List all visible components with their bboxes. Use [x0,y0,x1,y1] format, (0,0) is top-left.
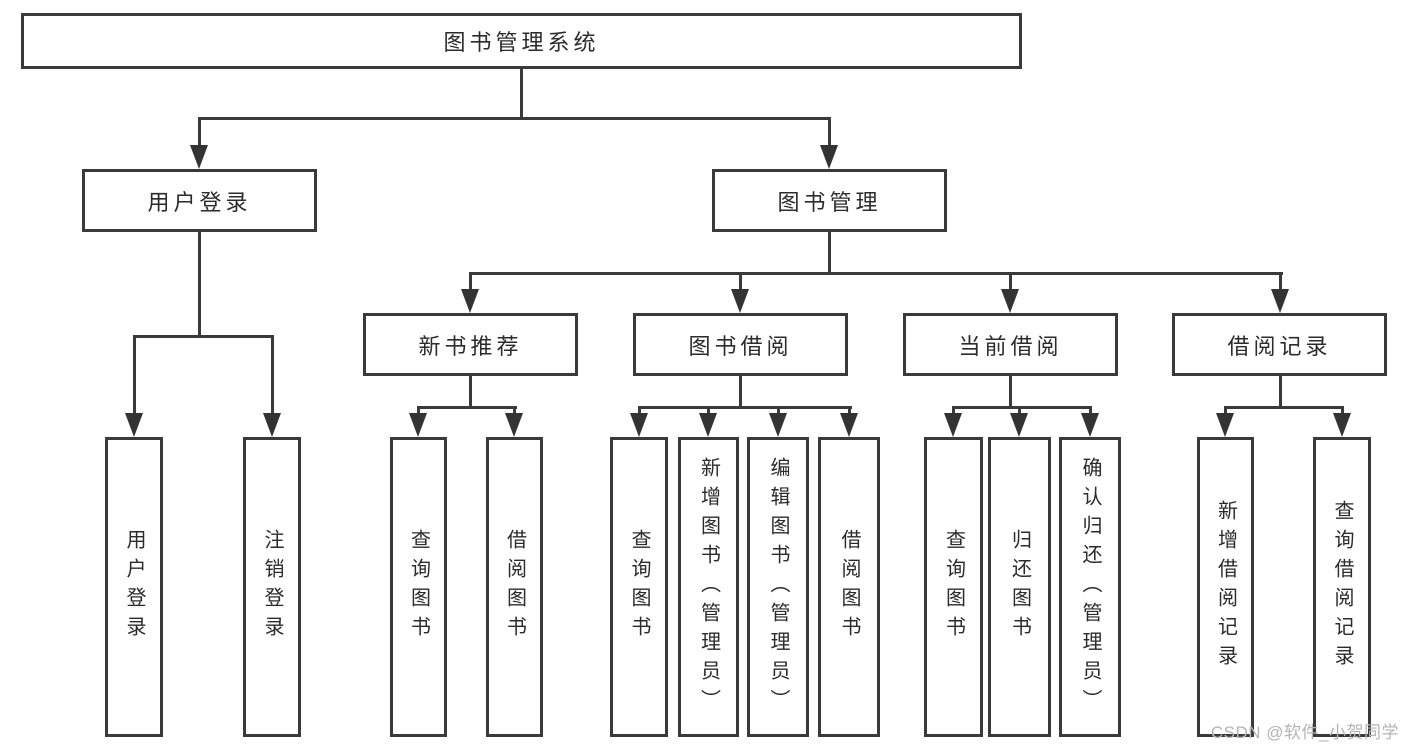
leaf-label: 编辑图书（管理员） [767,456,789,718]
node-current-borrow: 当前借阅 [903,313,1118,376]
connector-nbr-stem [469,376,472,409]
arrow-down-icon [125,413,143,437]
connector-to-current-borrow [1009,272,1012,292]
connector-root-bar [198,117,831,120]
node-book-mgmt: 图书管理 [712,169,947,232]
arrow-down-icon [699,413,717,437]
connector-bb-stem [739,376,742,409]
leaf-label: 查询图书 [407,529,430,645]
arrow-down-icon [1333,413,1351,437]
leaf-label: 查询借阅记录 [1331,500,1353,674]
leaf-label: 用户登录 [123,529,145,645]
connector-nbr-bar [417,406,517,409]
connector-to-leaf [952,406,955,418]
arrow-down-icon [840,413,858,437]
connector-to-leaf [1224,406,1227,418]
node-new-book-recommend: 新书推荐 [363,313,578,376]
node-leaf-bb-query: 查询图书 [610,437,668,737]
arrow-down-icon [461,289,479,313]
connector-user-login-stem [198,232,201,338]
connector-to-new-book-recommend [469,272,472,292]
connector-to-user-login [198,117,201,150]
node-book-borrow-label: 图书借阅 [688,333,793,359]
connector-book-mgmt-stem [828,232,831,275]
connector-br-stem [1279,376,1282,409]
connector-root-stem [520,69,523,118]
connector-to-leaf-logout [271,335,274,417]
arrow-down-icon [1010,413,1028,437]
node-borrow-records-label: 借阅记录 [1227,333,1332,359]
node-leaf-bb-edit: 编辑图书（管理员） [747,437,809,737]
connector-to-leaf [638,406,641,418]
leaf-label: 借阅图书 [838,529,860,645]
node-leaf-cb-confirm: 确认归还（管理员） [1059,437,1121,737]
node-leaf-logout: 注销登录 [243,437,301,737]
arrow-down-icon [190,145,208,169]
node-new-book-recommend-label: 新书推荐 [418,333,523,359]
node-leaf-bb-add: 新增图书（管理员） [678,437,739,737]
node-book-mgmt-label: 图书管理 [777,189,882,215]
watermark-text: CSDN @软件_小贺同学 [1210,723,1399,742]
arrow-down-icon [1001,289,1019,313]
node-leaf-cb-return: 归还图书 [988,437,1051,737]
arrow-down-icon [1081,413,1099,437]
connector-to-book-mgmt [828,117,831,150]
connector-to-leaf [513,406,516,418]
node-user-login-label: 用户登录 [147,189,252,215]
connector-bb-bar [638,406,852,409]
arrow-down-icon [1271,289,1289,313]
arrow-down-icon [944,413,962,437]
arrow-down-icon [630,413,648,437]
connector-to-leaf [417,406,420,418]
connector-to-leaf [707,406,710,418]
node-leaf-bb-borrow: 借阅图书 [818,437,880,737]
node-current-borrow-label: 当前借阅 [958,333,1063,359]
connector-cb-bar [952,406,1092,409]
leaf-label: 查询图书 [942,529,965,645]
connector-br-bar [1224,406,1344,409]
leaf-label: 归还图书 [1008,529,1031,645]
node-book-borrow: 图书借阅 [633,313,848,376]
node-leaf-cb-query: 查询图书 [924,437,983,737]
arrow-down-icon [1216,413,1234,437]
connector-to-leaf [1018,406,1021,418]
arrow-down-icon [505,413,523,437]
connector-to-leaf [1341,406,1344,418]
node-leaf-br-add: 新增借阅记录 [1197,437,1254,737]
connector-book-mgmt-bar [469,272,1283,275]
connector-to-book-borrow [739,272,742,292]
leaf-label: 新增借阅记录 [1214,500,1237,674]
connector-to-leaf [1089,406,1092,418]
connector-to-leaf [777,406,780,418]
node-leaf-nbr-borrow: 借阅图书 [486,437,543,737]
connector-to-leaf [848,406,851,418]
arrow-down-icon [769,413,787,437]
leaf-label: 注销登录 [261,529,283,645]
arrow-down-icon [731,289,749,313]
connector-cb-stem [1009,376,1012,409]
node-leaf-br-query: 查询借阅记录 [1313,437,1371,737]
connector-to-borrow-records [1279,272,1282,292]
node-leaf-nbr-query: 查询图书 [390,437,447,737]
connector-to-leaf-user-login [133,335,136,417]
connector-user-login-bar [133,335,274,338]
node-root: 图书管理系统 [21,13,1022,69]
node-leaf-user-login: 用户登录 [105,437,163,737]
node-user-login: 用户登录 [82,169,317,232]
arrow-down-icon [820,145,838,169]
leaf-label: 查询图书 [628,529,650,645]
node-borrow-records: 借阅记录 [1172,313,1387,376]
node-root-label: 图书管理系统 [443,30,600,55]
arrow-down-icon [263,413,281,437]
leaf-label: 借阅图书 [503,529,526,645]
arrow-down-icon [409,413,427,437]
leaf-label: 确认归还（管理员） [1079,456,1101,718]
leaf-label: 新增图书（管理员） [697,456,720,718]
